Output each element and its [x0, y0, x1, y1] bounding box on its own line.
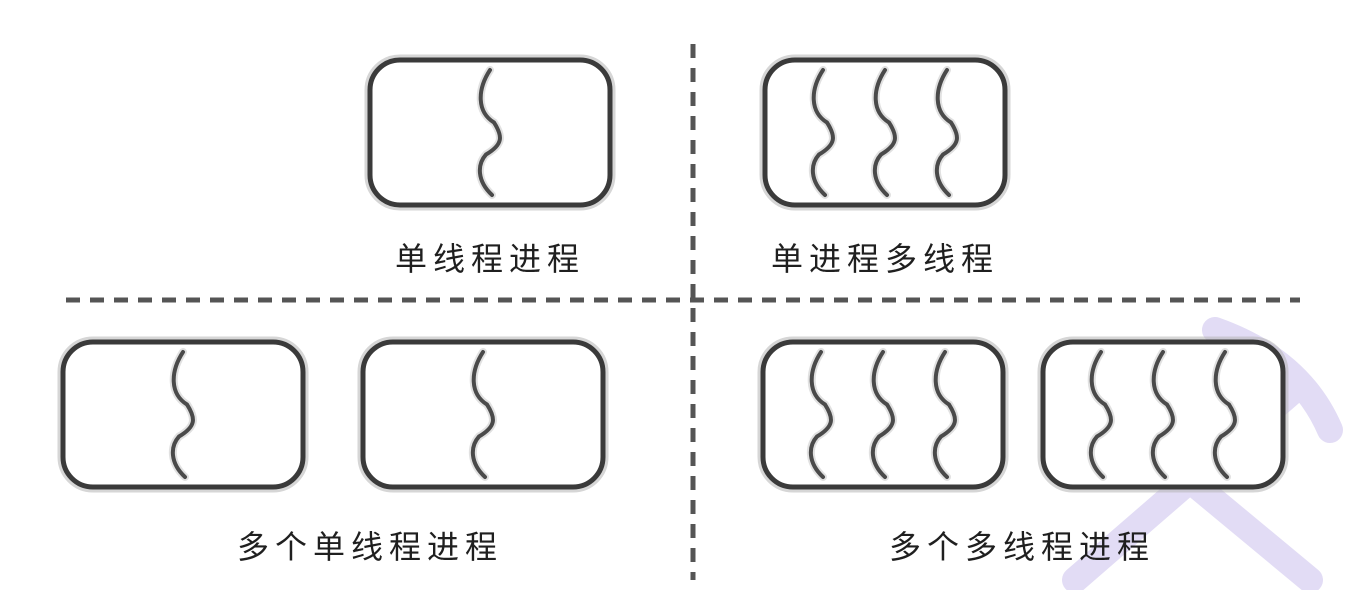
process-box-outline: [367, 57, 613, 208]
thread-line: [808, 350, 833, 479]
thread-line: [872, 68, 897, 197]
process-box: [1037, 336, 1289, 493]
thread-line: [1150, 350, 1175, 479]
process-box: [57, 336, 309, 493]
process-box: [757, 336, 1009, 493]
process-box-outline: [760, 339, 1006, 490]
thread-line: [470, 350, 495, 479]
process-box: [357, 336, 609, 493]
thread-line: [934, 68, 959, 197]
label-single-process-multi-thread: 单进程多线程: [771, 240, 999, 278]
label-single-thread-process: 单线程进程: [395, 240, 585, 278]
thread-line: [1088, 350, 1113, 479]
thread-line: [932, 350, 957, 479]
process-box-outline: [762, 57, 1008, 208]
thread-line: [1212, 350, 1237, 479]
thread-line: [870, 350, 895, 479]
process-box: [364, 54, 616, 211]
process-boxes: [57, 54, 1289, 493]
label-multi-multi-thread-processes: 多个多线程进程: [889, 528, 1155, 566]
process-box: [759, 54, 1011, 211]
thread-line: [477, 68, 502, 197]
label-multi-single-thread-processes: 多个单线程进程: [237, 528, 503, 566]
thread-line: [170, 350, 195, 479]
process-box-outline: [60, 339, 306, 490]
process-box-outline: [1040, 339, 1286, 490]
thread-line: [810, 68, 835, 197]
process-box-outline: [360, 339, 606, 490]
